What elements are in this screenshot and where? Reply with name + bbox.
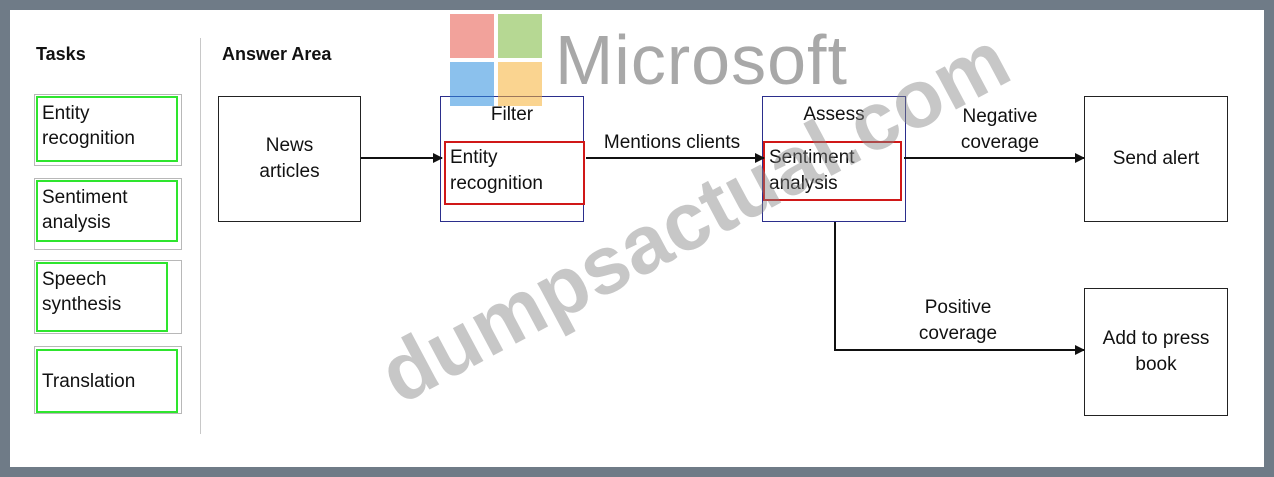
logo-square-blue	[450, 62, 494, 106]
task-label: Entity recognition	[36, 96, 178, 162]
answer-area-heading: Answer Area	[222, 44, 332, 64]
microsoft-logo-watermark	[450, 14, 542, 106]
assess-answer-slot[interactable]: Sentiment analysis	[763, 141, 902, 201]
task-entity-recognition[interactable]: Entity recognition	[34, 94, 182, 166]
task-translation[interactable]: Translation	[34, 346, 182, 414]
panel-divider	[200, 38, 201, 434]
positive-coverage-label: Positive coverage	[918, 297, 998, 344]
logo-square-red	[450, 14, 494, 58]
tasks-heading: Tasks	[36, 44, 86, 64]
news-articles-label: News articles	[259, 135, 320, 182]
task-speech-synthesis[interactable]: Speech synthesis	[34, 260, 182, 334]
task-label: Speech synthesis	[36, 262, 168, 332]
filter-answer-slot[interactable]: Entity recognition	[444, 141, 585, 205]
arrow-assess-to-press-book	[834, 222, 1085, 355]
task-label: Translation	[36, 349, 178, 413]
connector-arrows	[361, 153, 1085, 355]
assess-container	[762, 96, 906, 222]
add-to-press-book-box: Add to press book	[1084, 288, 1228, 416]
send-alert-label: Send alert	[1112, 148, 1200, 169]
task-label: Sentiment analysis	[36, 180, 178, 242]
news-articles-box: News articles	[218, 96, 361, 222]
filter-container	[440, 96, 584, 222]
add-to-press-book-label: Add to press book	[1102, 328, 1210, 375]
assess-label: Assess	[803, 104, 865, 125]
microsoft-watermark-text: Microsoft	[555, 21, 848, 99]
logo-square-green	[498, 14, 542, 58]
send-alert-box: Send alert	[1084, 96, 1228, 222]
mentions-clients-label: Mentions clients	[603, 132, 741, 153]
filter-label: Filter	[490, 104, 534, 125]
logo-square-yellow	[498, 62, 542, 106]
negative-coverage-label: Negative coverage	[960, 106, 1040, 153]
diagram-frame: Tasks Entity recognition Sentiment analy…	[10, 10, 1264, 467]
task-sentiment-analysis[interactable]: Sentiment analysis	[34, 178, 182, 250]
